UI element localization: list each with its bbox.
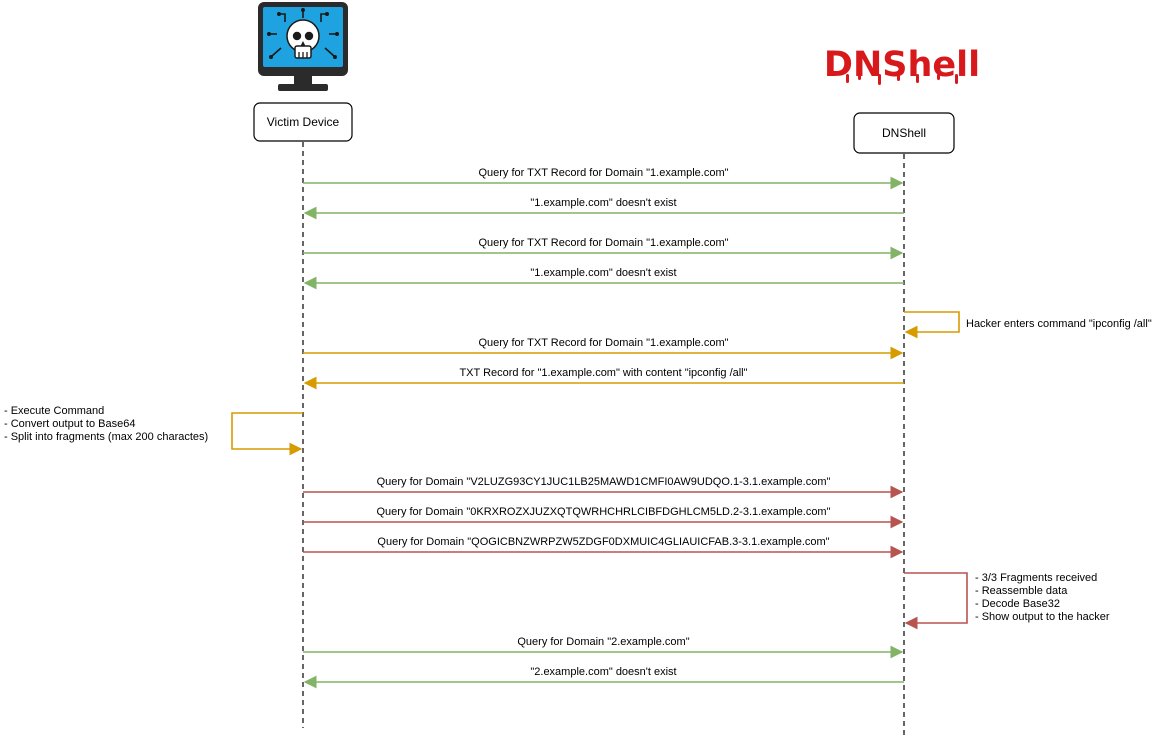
message-label: Query for Domain "0KRXROZXJUZXQTQWRHCHRL… — [376, 506, 830, 518]
message: "1.example.com" doesn't exist — [303, 267, 904, 290]
self-message-arrow — [231, 412, 303, 456]
self-message: - 3/3 Fragments received- Reassemble dat… — [904, 572, 1110, 630]
message-label: Query for TXT Record for Domain "1.examp… — [478, 337, 728, 349]
computer-skull-icon — [258, 2, 348, 91]
message: Query for Domain "0KRXROZXJUZXQTQWRHCHRL… — [303, 506, 904, 529]
message: Query for Domain "V2LUZG93CY1JUC1LB25MAW… — [303, 476, 904, 499]
message-label: Query for TXT Record for Domain "1.examp… — [478, 167, 728, 179]
self-message-arrow — [904, 572, 968, 630]
note-line: - Execute Command — [4, 405, 104, 417]
dnshell-logo: DNShell — [824, 45, 980, 85]
message: TXT Record for "1.example.com" with cont… — [303, 367, 904, 390]
message-label: "1.example.com" doesn't exist — [530, 197, 676, 209]
note-line: - Decode Base32 — [975, 598, 1060, 610]
note-line: Hacker enters command "ipconfig /all" — [966, 318, 1152, 330]
message-label: "2.example.com" doesn't exist — [530, 666, 676, 678]
actor-label: Victim Device — [267, 115, 340, 129]
message: "1.example.com" doesn't exist — [303, 197, 904, 220]
message: Query for Domain "2.example.com" — [303, 636, 904, 659]
message: Query for TXT Record for Domain "1.examp… — [303, 237, 904, 260]
message: Query for TXT Record for Domain "1.examp… — [303, 337, 904, 360]
self-message: Hacker enters command "ipconfig /all" — [904, 311, 1152, 339]
message-label: Query for Domain "2.example.com" — [517, 636, 689, 648]
logo-text: DNShell — [824, 45, 980, 85]
message-label: Query for Domain "QOGICBNZWRPZW5ZDGF0DXM… — [377, 536, 829, 548]
self-message: - Execute Command- Convert output to Bas… — [4, 405, 303, 456]
blood-drips — [846, 74, 958, 85]
note-line: - Show output to the hacker — [975, 611, 1110, 623]
messages: Query for TXT Record for Domain "1.examp… — [303, 167, 904, 689]
message: "2.example.com" doesn't exist — [303, 666, 904, 689]
message: Query for Domain "QOGICBNZWRPZW5ZDGF0DXM… — [303, 536, 904, 559]
note-line: - 3/3 Fragments received — [975, 572, 1097, 584]
actor-dnshell: DNShell — [853, 112, 955, 154]
actor-label: DNShell — [882, 126, 926, 140]
self-message-arrow — [904, 311, 960, 339]
note-line: - Split into fragments (max 200 characte… — [4, 431, 208, 443]
note-line: - Reassemble data — [975, 585, 1068, 597]
actor-victim-device: Victim Device — [253, 102, 353, 142]
message-label: "1.example.com" doesn't exist — [530, 267, 676, 279]
message: Query for TXT Record for Domain "1.examp… — [303, 167, 904, 190]
message-label: Query for Domain "V2LUZG93CY1JUC1LB25MAW… — [377, 476, 831, 488]
message-label: TXT Record for "1.example.com" with cont… — [459, 367, 747, 379]
message-label: Query for TXT Record for Domain "1.examp… — [478, 237, 728, 249]
self-messages: Hacker enters command "ipconfig /all" - E… — [4, 311, 1152, 630]
note-line: - Convert output to Base64 — [4, 418, 135, 430]
